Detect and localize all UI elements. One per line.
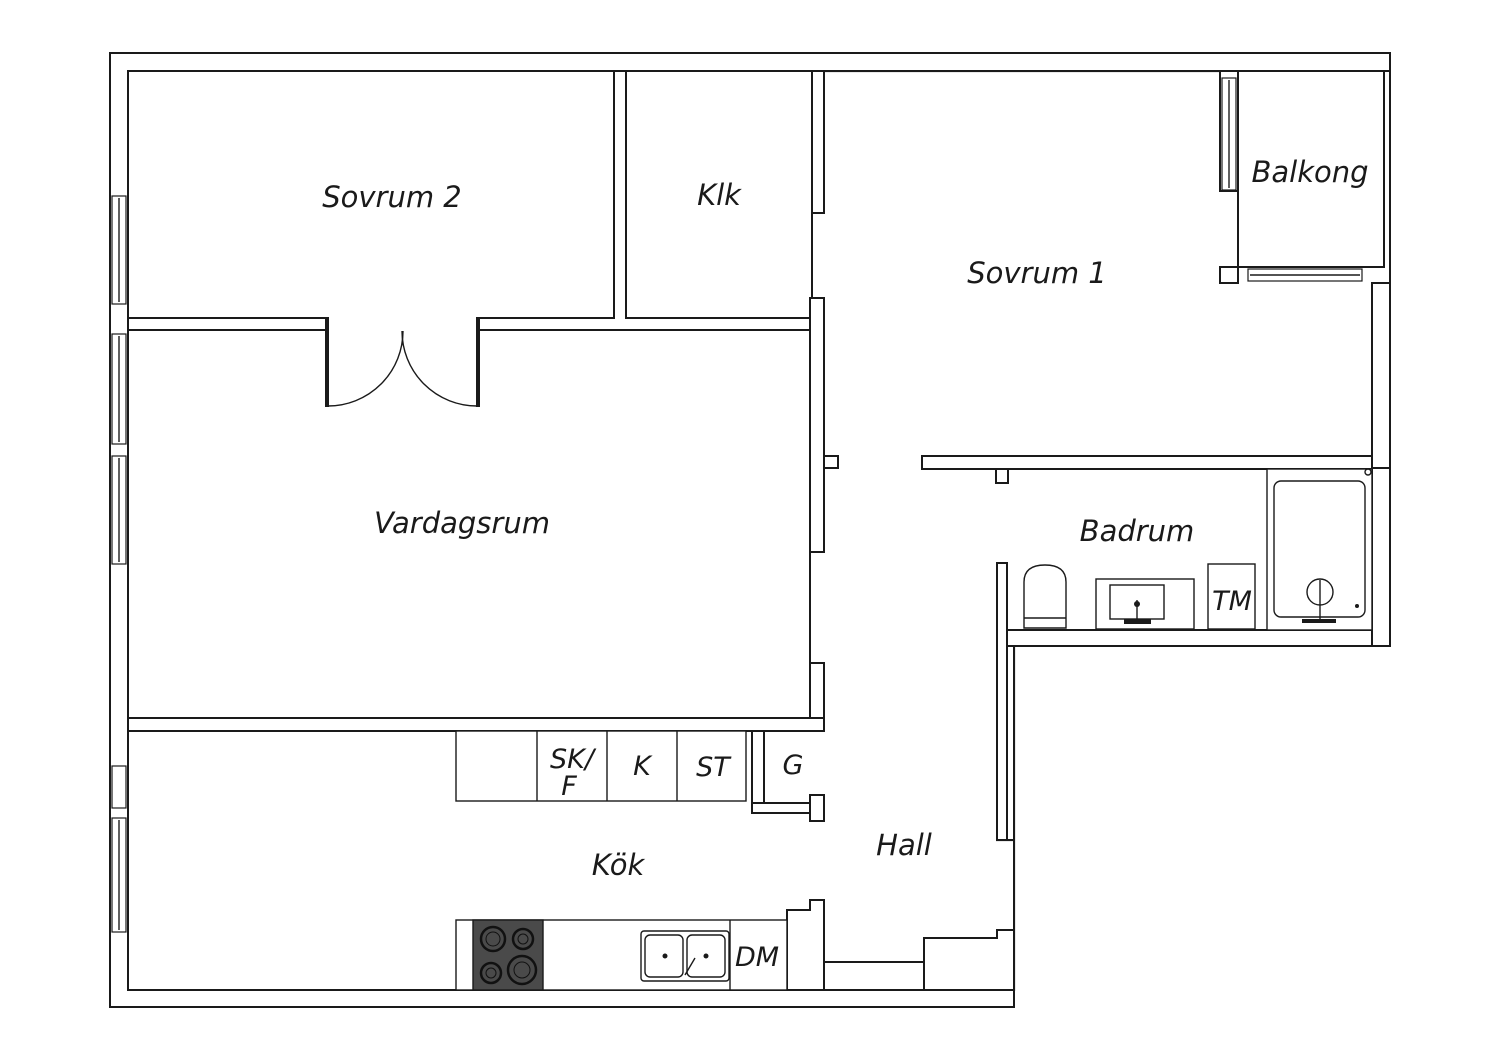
windows (111, 77, 1363, 933)
interior-walls (127, 70, 1391, 991)
toilet-icon (1023, 564, 1067, 629)
double-door (325, 316, 480, 407)
room-label-sovrum-2: Sovrum 2 (322, 180, 462, 214)
kitchen-upper-cabinets (455, 730, 747, 802)
bathroom-fixtures (1023, 468, 1373, 631)
hob-icon (479, 961, 503, 985)
fixture-label-st: ST (696, 752, 732, 783)
fixture-labels: SK/ F K ST G TM DM (550, 586, 1252, 973)
fixture-label-g: G (783, 750, 804, 781)
hob-icon (479, 925, 507, 953)
kitchen-sink-icon (640, 930, 730, 982)
hob-icon (511, 927, 535, 951)
fixture-label-skf-2: F (561, 771, 577, 802)
room-label-klk: Klk (697, 178, 742, 212)
fixture-label-dm: DM (735, 942, 779, 973)
fixture-label-tm: TM (1212, 586, 1252, 617)
hob-icon (506, 954, 538, 986)
kitchen-lower-counter (455, 919, 788, 991)
room-label-vardagsrum: Vardagsrum (374, 506, 550, 540)
room-label-balkong: Balkong (1251, 155, 1368, 189)
room-label-badrum: Badrum (1080, 514, 1195, 548)
room-label-sovrum-1: Sovrum 1 (967, 256, 1107, 290)
washbasin-icon (1095, 578, 1195, 630)
fixture-label-k: K (633, 751, 653, 782)
room-labels: Sovrum 2 Klk Sovrum 1 Balkong Vardagsrum… (322, 155, 1368, 882)
room-label-hall: Hall (876, 828, 932, 862)
washing-machine (1207, 563, 1256, 630)
fixture-label-skf-1: SK/ (550, 744, 597, 775)
room-label-kok: Kök (592, 848, 646, 882)
